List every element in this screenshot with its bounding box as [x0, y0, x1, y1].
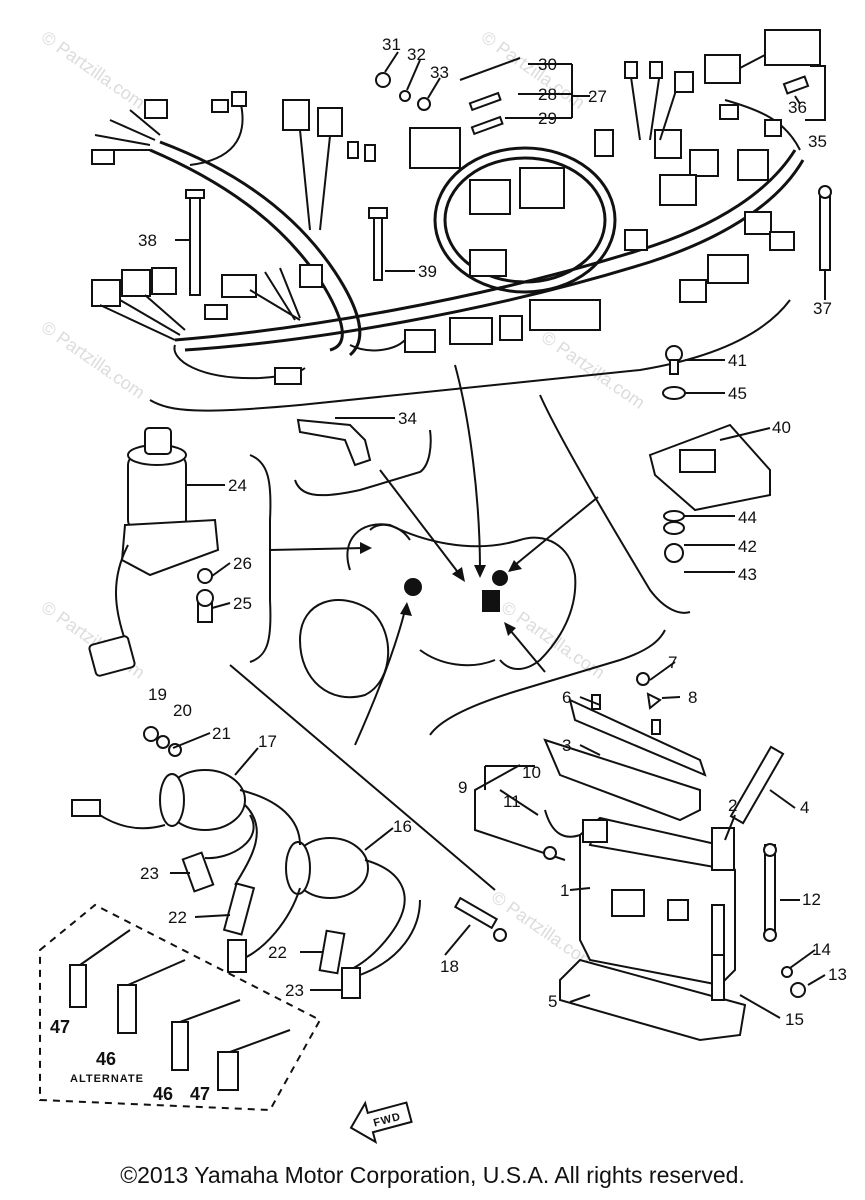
diagram-svg: © Partzilla.com © Partzilla.com © Partzi… — [38, 27, 847, 1144]
callout-32: 32 — [407, 45, 426, 64]
battery-area — [474, 672, 806, 1042]
callout-36: 36 — [788, 98, 807, 117]
callout-16: 16 — [393, 817, 412, 836]
callout-41: 41 — [728, 351, 747, 370]
callout-8: 8 — [688, 688, 697, 707]
pointer-arrows — [269, 364, 599, 746]
callout-45: 45 — [728, 384, 747, 403]
copyright-notice: ©2013 Yamaha Motor Corporation, U.S.A. A… — [120, 1162, 745, 1188]
callout-18: 18 — [440, 957, 459, 976]
callout-19: 19 — [148, 685, 167, 704]
callout-9: 9 — [458, 778, 467, 797]
callout-23b: 23 — [285, 981, 304, 1000]
callout-34: 34 — [398, 409, 417, 428]
callout-38: 38 — [138, 231, 157, 250]
alternate-label: ALTERNATE — [70, 1073, 144, 1085]
callout-30: 30 — [538, 55, 557, 74]
callout-24: 24 — [228, 476, 247, 495]
callout-25: 25 — [233, 594, 252, 613]
callout-39: 39 — [418, 262, 437, 281]
callout-37: 37 — [813, 299, 832, 318]
watermark-text: © Partzilla.com — [38, 317, 149, 403]
callout-10: 10 — [522, 763, 541, 782]
callout-47b: 47 — [190, 1084, 210, 1104]
callout-4: 4 — [800, 798, 809, 817]
callout-2: 2 — [728, 796, 737, 815]
watermark-text: © Partzilla.com — [38, 597, 149, 683]
ignition-coils — [71, 726, 507, 999]
callout-31: 31 — [382, 35, 401, 54]
callout-27: 27 — [588, 87, 607, 106]
bracket-34 — [294, 429, 432, 497]
callout-28: 28 — [538, 85, 557, 104]
callout-7: 7 — [668, 653, 677, 672]
callout-22b: 22 — [268, 943, 287, 962]
callout-11: 11 — [503, 792, 521, 811]
callout-33: 33 — [430, 63, 449, 82]
callout-13: 13 — [828, 965, 847, 984]
callout-3: 3 — [562, 736, 571, 755]
motorcycle-silhouette — [299, 523, 577, 699]
harness-bracket — [149, 299, 791, 412]
callout-17: 17 — [258, 732, 277, 751]
watermark-text: © Partzilla.com — [498, 597, 609, 683]
callout-5: 5 — [548, 992, 557, 1011]
callout-1: 1 — [560, 881, 569, 900]
callout-44: 44 — [738, 508, 757, 527]
callout-22a: 22 — [168, 908, 187, 927]
wire-harness — [91, 29, 832, 467]
callout-46b: 46 — [153, 1084, 173, 1104]
igniter-unit-40 — [648, 345, 771, 563]
callout-43: 43 — [738, 565, 757, 584]
callout-42: 42 — [738, 537, 757, 556]
callout-6: 6 — [562, 688, 571, 707]
alternate-box: ALTERNATE — [39, 903, 322, 1112]
callout-35: 35 — [808, 132, 827, 151]
callout-46a: 46 — [96, 1049, 116, 1069]
callout-26: 26 — [233, 554, 252, 573]
main-switch-24 — [88, 427, 220, 677]
callout-47a: 47 — [50, 1017, 70, 1037]
bracket-40 — [539, 394, 691, 614]
fwd-arrow: FWD — [349, 1100, 413, 1144]
callout-21: 21 — [212, 724, 231, 743]
bracket-24 — [249, 454, 272, 663]
bracket-battery — [429, 629, 666, 736]
callout-12: 12 — [802, 890, 821, 909]
callout-23a: 23 — [140, 864, 159, 883]
bracket-coils — [229, 664, 496, 891]
callout-29: 29 — [538, 109, 557, 128]
callout-labels: 31 32 33 30 28 29 27 36 35 38 39 37 34 4… — [50, 35, 847, 1104]
watermark-text: © Partzilla.com — [38, 27, 149, 113]
callout-14: 14 — [812, 940, 831, 959]
callout-20: 20 — [173, 701, 192, 720]
leader-lines — [170, 51, 826, 1019]
callout-40: 40 — [772, 418, 791, 437]
callout-15: 15 — [785, 1010, 804, 1029]
